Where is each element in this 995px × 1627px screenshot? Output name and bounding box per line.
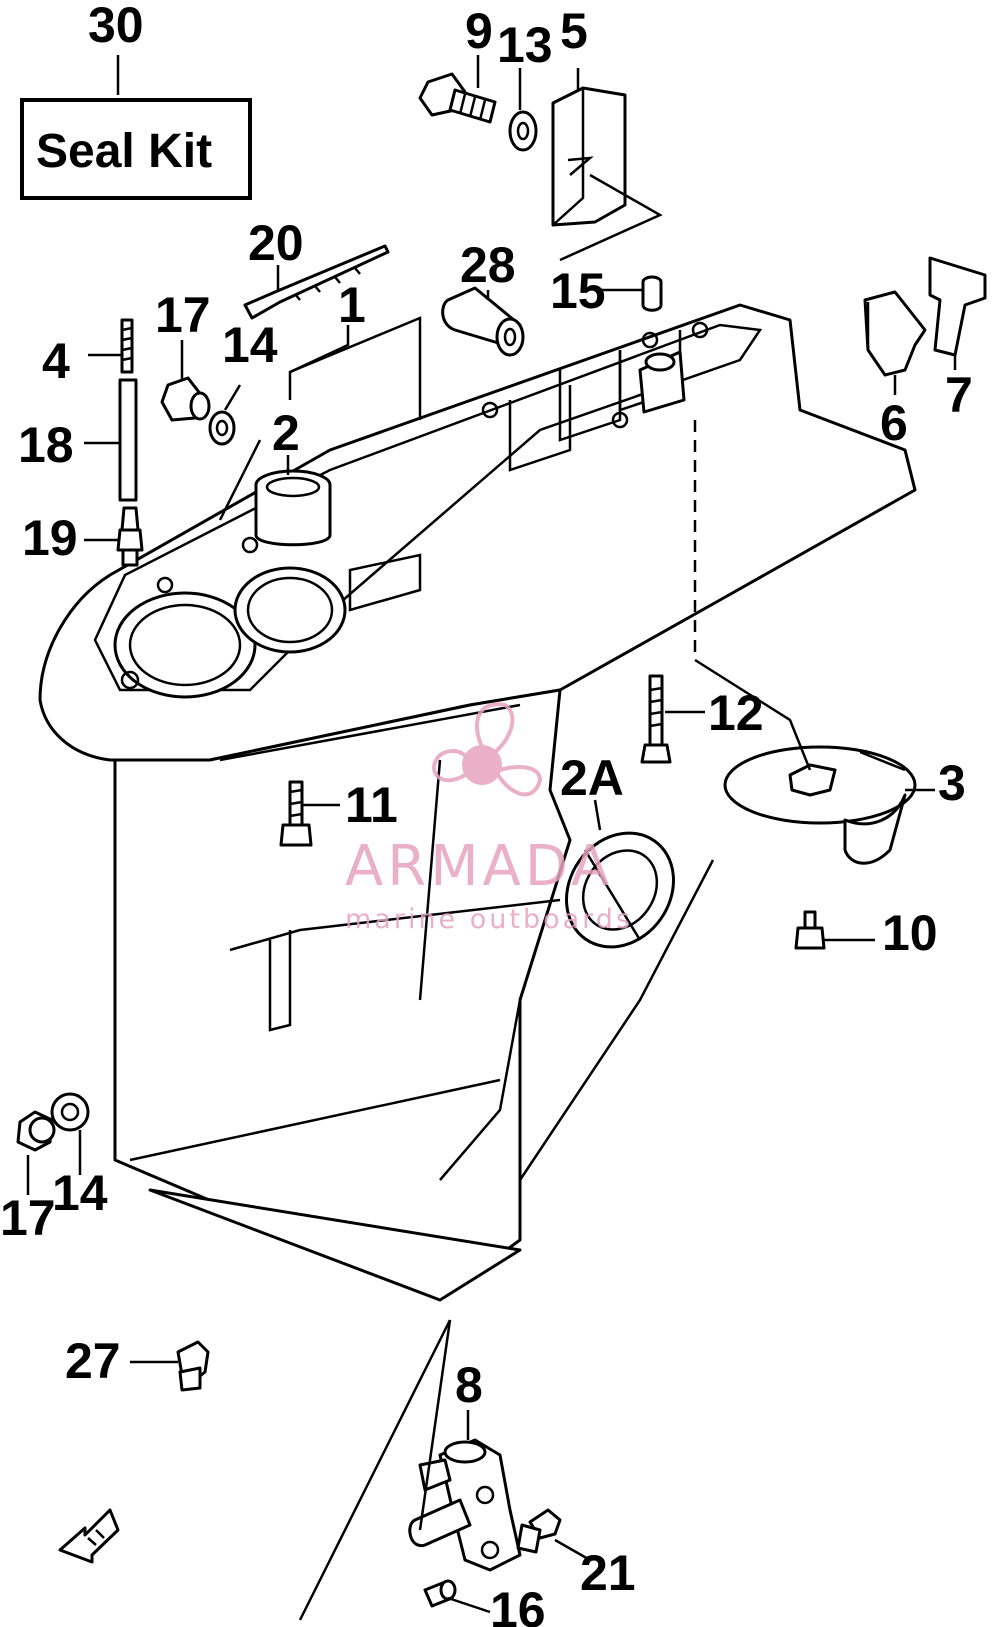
callout-14-lower: 14 <box>52 1165 108 1221</box>
fitting-19 <box>116 506 144 567</box>
callout-18: 18 <box>18 417 74 473</box>
callout-28: 28 <box>460 237 516 293</box>
bracket-8 <box>408 1438 522 1572</box>
seal-2a <box>565 831 675 949</box>
plate-6 <box>863 290 927 377</box>
watermark: ARMADA marine outboards <box>345 702 633 935</box>
gear-housing <box>38 303 917 1302</box>
screw-10 <box>794 910 826 950</box>
callout-11: 11 <box>345 777 398 833</box>
watermark-tagline: marine outboards <box>345 904 633 935</box>
callout-17-upper: 17 <box>155 287 211 343</box>
callout-5: 5 <box>560 3 588 59</box>
fitting-28 <box>441 286 525 357</box>
rod-18 <box>118 378 138 502</box>
anode-3 <box>723 745 917 865</box>
callout-13: 13 <box>497 17 553 73</box>
grommet-16 <box>423 1579 457 1608</box>
callout-2a: 2A <box>560 750 624 806</box>
callout-17-lower: 17 <box>0 1190 56 1246</box>
plug-17-upper <box>160 376 211 422</box>
callout-27: 27 <box>65 1333 121 1389</box>
seal-kit-label: Seal Kit <box>36 125 212 178</box>
callout-9: 9 <box>465 3 493 59</box>
leader-lines <box>26 55 957 1621</box>
callout-2: 2 <box>272 405 300 461</box>
screw-21 <box>516 1508 562 1554</box>
bolt-9 <box>418 72 497 124</box>
callout-3: 3 <box>938 755 966 811</box>
callout-4: 4 <box>42 333 70 389</box>
callout-21: 21 <box>580 1545 636 1601</box>
washer-14-upper <box>208 410 236 446</box>
callout-6: 6 <box>880 395 908 451</box>
callout-numbers: 30 9 13 5 20 28 15 17 1 14 4 2 6 7 18 19… <box>0 0 973 1627</box>
callout-14-upper: 14 <box>222 317 278 373</box>
plug-27 <box>176 1340 210 1392</box>
callout-7: 7 <box>945 367 973 423</box>
cover-5 <box>551 86 663 262</box>
callout-10: 10 <box>882 905 938 961</box>
washer-13 <box>508 110 538 152</box>
callout-8: 8 <box>455 1357 483 1413</box>
stud-4 <box>120 318 134 374</box>
callout-30: 30 <box>88 0 144 53</box>
plug-17-lower <box>16 1110 56 1152</box>
washer-14-lower <box>50 1092 90 1132</box>
hose-20 <box>243 244 390 320</box>
callout-16: 16 <box>490 1582 546 1627</box>
callout-19: 19 <box>22 510 78 566</box>
seal-kit-box: Seal Kit <box>20 98 252 200</box>
propeller-icon <box>432 702 543 797</box>
fwd-arrow-icon <box>58 1508 120 1564</box>
bolt-12 <box>640 674 672 764</box>
callout-20: 20 <box>248 215 304 271</box>
callout-1: 1 <box>338 277 366 333</box>
callout-12: 12 <box>708 685 764 741</box>
callout-15: 15 <box>550 263 606 319</box>
watermark-brand: ARMADA <box>345 834 613 899</box>
plate-7 <box>928 256 987 357</box>
pin-15 <box>638 275 686 414</box>
bolt-11 <box>279 780 313 847</box>
